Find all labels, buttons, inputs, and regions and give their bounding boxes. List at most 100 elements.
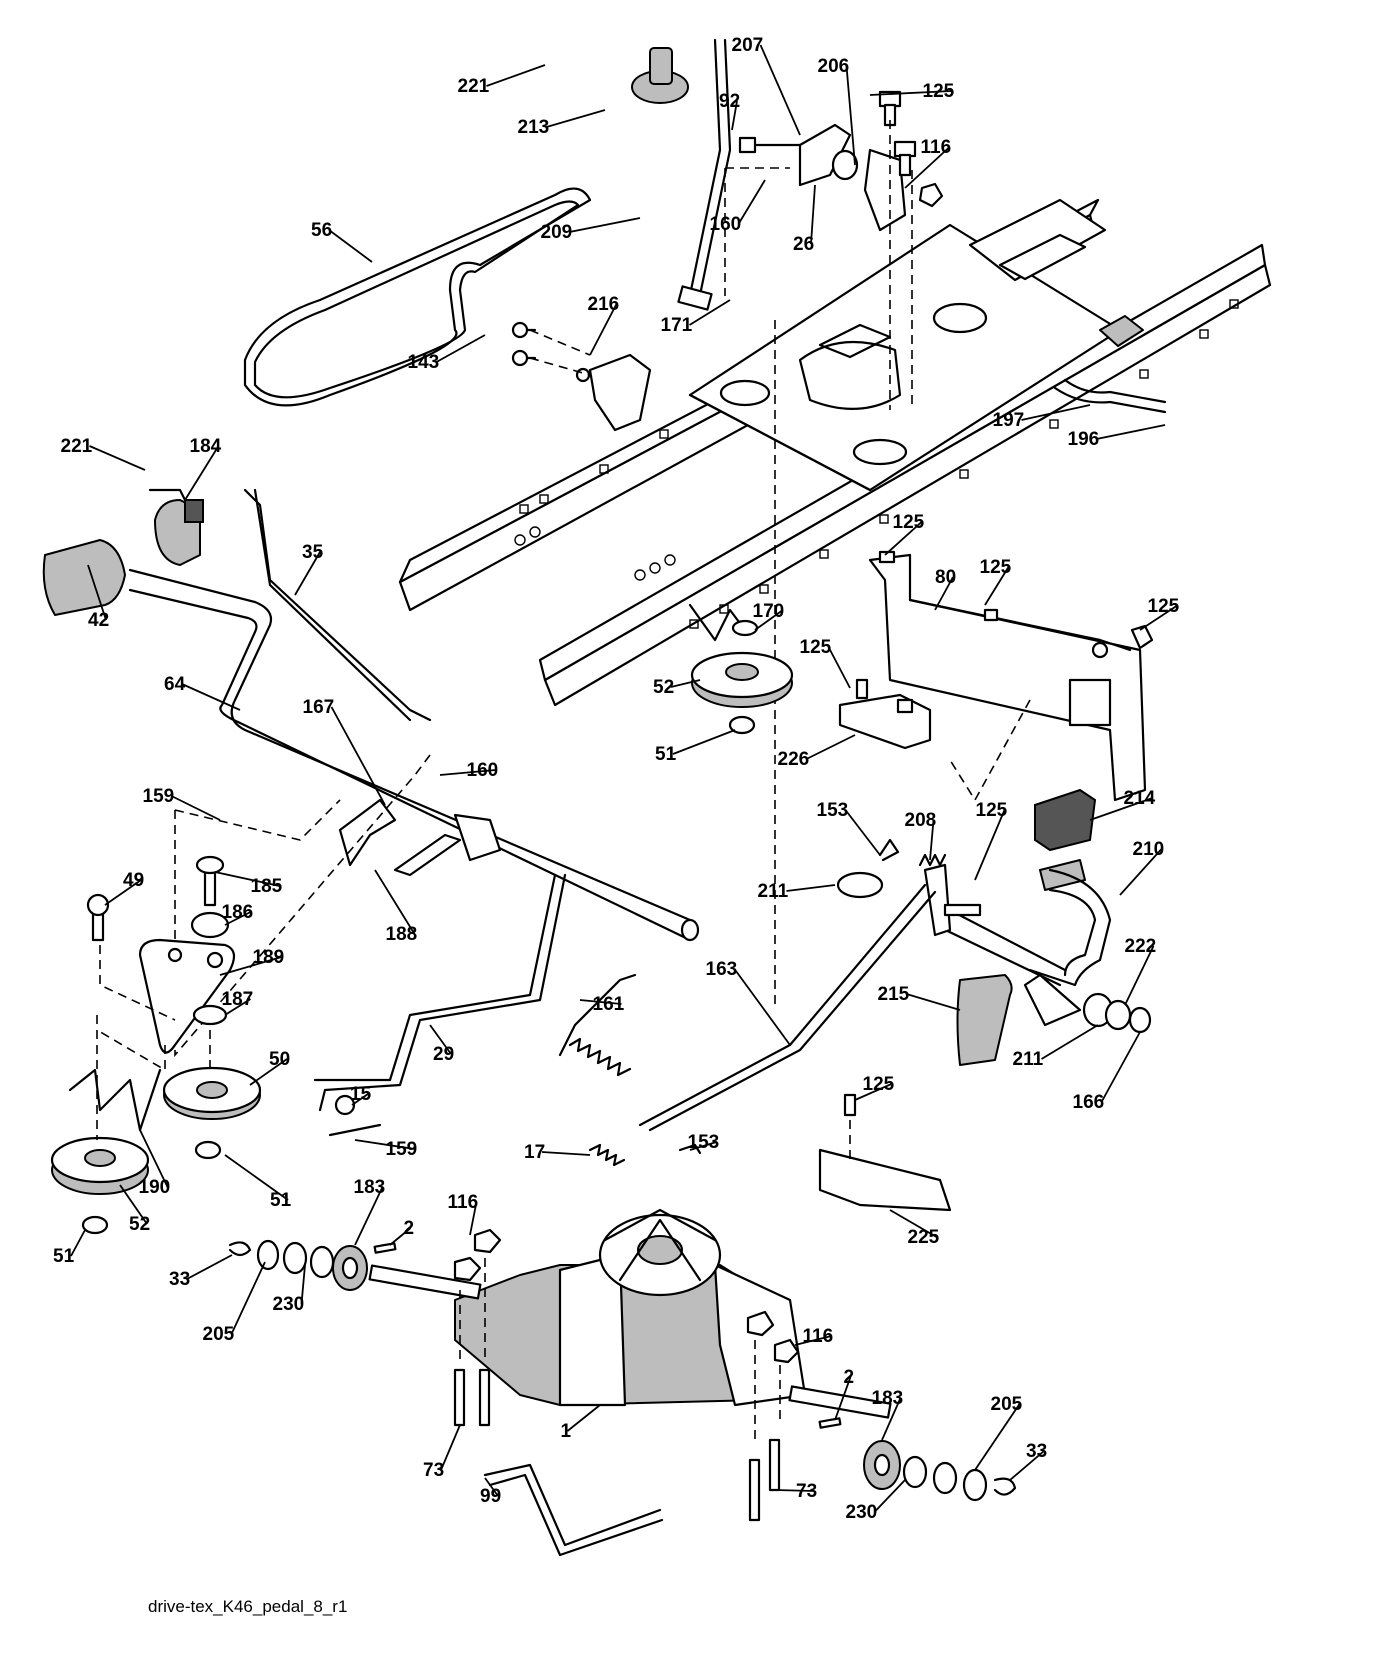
- callout-number: 125: [923, 81, 955, 102]
- callout-leader: [429, 1024, 452, 1055]
- callout-leader: [873, 1479, 906, 1513]
- callout-42: 42: [87, 564, 109, 631]
- callout-number: 211: [1013, 1049, 1044, 1070]
- callout-number: 99: [480, 1486, 501, 1507]
- callout-number: 189: [253, 947, 285, 968]
- callout-number: 183: [872, 1388, 904, 1409]
- callout-leader: [439, 769, 496, 776]
- callout-52a: 52: [653, 677, 701, 698]
- callout-159b: 159: [354, 1139, 417, 1160]
- callout-number: 225: [908, 1227, 940, 1248]
- callout-226: 226: [778, 734, 856, 770]
- callout-leader: [104, 879, 142, 906]
- callout-leader: [214, 871, 280, 887]
- callout-leader: [224, 911, 251, 926]
- callout-leader: [672, 729, 736, 755]
- callout-leader: [87, 564, 107, 621]
- callout-leader: [70, 1229, 86, 1257]
- callout-number: 196: [1068, 429, 1100, 450]
- callout-leader: [884, 521, 923, 556]
- axle-washers-right: [818, 1417, 1017, 1502]
- callout-216: 216: [588, 294, 619, 356]
- callout-leader: [904, 146, 951, 189]
- callout-number: 226: [778, 749, 810, 770]
- callout-leader: [1089, 797, 1153, 821]
- callout-leader: [754, 610, 783, 631]
- callout-leader: [759, 44, 801, 136]
- transaxle: [368, 1208, 892, 1522]
- callout-225: 225: [889, 1209, 940, 1248]
- callout-number: 209: [541, 222, 573, 243]
- callout-number: 230: [846, 1502, 878, 1523]
- callout-leader: [827, 646, 851, 689]
- callout-215: 215: [878, 984, 961, 1011]
- callout-leader: [569, 217, 641, 233]
- callout-number: 42: [88, 610, 109, 631]
- callout-leader: [546, 109, 606, 128]
- callout-number: 50: [269, 1049, 290, 1070]
- callout-64: 64: [164, 674, 241, 711]
- callout-number: 211: [758, 881, 789, 902]
- callout-73a: 73: [423, 1424, 461, 1481]
- callout-116a: 116: [904, 137, 951, 189]
- callout-160a: 160: [710, 179, 766, 235]
- callout-number: 1: [561, 1421, 572, 1442]
- callout-208: 208: [905, 810, 936, 861]
- callout-205b: 205: [974, 1394, 1023, 1471]
- callout-125b: 125: [884, 512, 925, 556]
- callout-number: 214: [1124, 788, 1156, 809]
- callout-number: 33: [169, 1269, 190, 1290]
- callout-196: 196: [1068, 424, 1166, 450]
- callout-143: 143: [408, 334, 486, 373]
- callout-170: 170: [753, 601, 784, 631]
- callout-leader: [181, 683, 241, 711]
- callout-230b: 230: [846, 1479, 906, 1523]
- callout-49: 49: [104, 870, 144, 906]
- callout-number: 163: [706, 959, 738, 980]
- callout-leader: [469, 1201, 478, 1236]
- pedal-assembly: [836, 788, 1152, 1066]
- callout-171: 171: [661, 299, 731, 336]
- callout-214: 214: [1089, 788, 1156, 821]
- callout-160b: 160: [439, 760, 498, 781]
- callout-leader: [589, 303, 618, 356]
- callout-number: 33: [1026, 1441, 1047, 1462]
- callout-166: 166: [1073, 1031, 1141, 1113]
- callout-leader: [689, 1141, 717, 1151]
- callout-125g: 125: [854, 1074, 895, 1101]
- callout-205a: 205: [203, 1261, 266, 1345]
- callout-number: 125: [976, 800, 1008, 821]
- callout-leader: [351, 1093, 369, 1106]
- callout-leader: [486, 64, 546, 87]
- callout-leader: [300, 1264, 306, 1305]
- callout-222: 222: [1124, 936, 1156, 1006]
- callout-leader: [436, 334, 486, 363]
- callout-number: 207: [732, 35, 764, 56]
- callout-1: 1: [561, 1404, 601, 1442]
- callout-leader: [484, 1477, 499, 1497]
- callout-leader: [906, 993, 961, 1011]
- idler-assembly-right: [688, 603, 794, 735]
- callout-leader: [733, 968, 791, 1046]
- shift-lever: [631, 38, 732, 311]
- callout-leader: [328, 229, 373, 263]
- rod-29: [313, 873, 567, 1137]
- callout-189: 189: [219, 947, 285, 976]
- callout-number: 185: [251, 876, 283, 897]
- callout-leader: [670, 679, 701, 688]
- callout-leader: [1119, 848, 1163, 896]
- callout-leader: [786, 884, 836, 892]
- callout-number: 153: [817, 800, 849, 821]
- callout-leader: [881, 1397, 902, 1441]
- callout-185: 185: [214, 871, 283, 897]
- callout-number: 187: [222, 989, 254, 1010]
- drive-belt: [243, 187, 592, 407]
- callout-183b: 183: [872, 1388, 904, 1441]
- callout-159a: 159: [143, 786, 221, 821]
- callout-leader: [186, 1254, 233, 1280]
- callout-leader: [806, 734, 856, 760]
- callout-73b: 73: [774, 1481, 817, 1502]
- callout-167: 167: [303, 697, 386, 806]
